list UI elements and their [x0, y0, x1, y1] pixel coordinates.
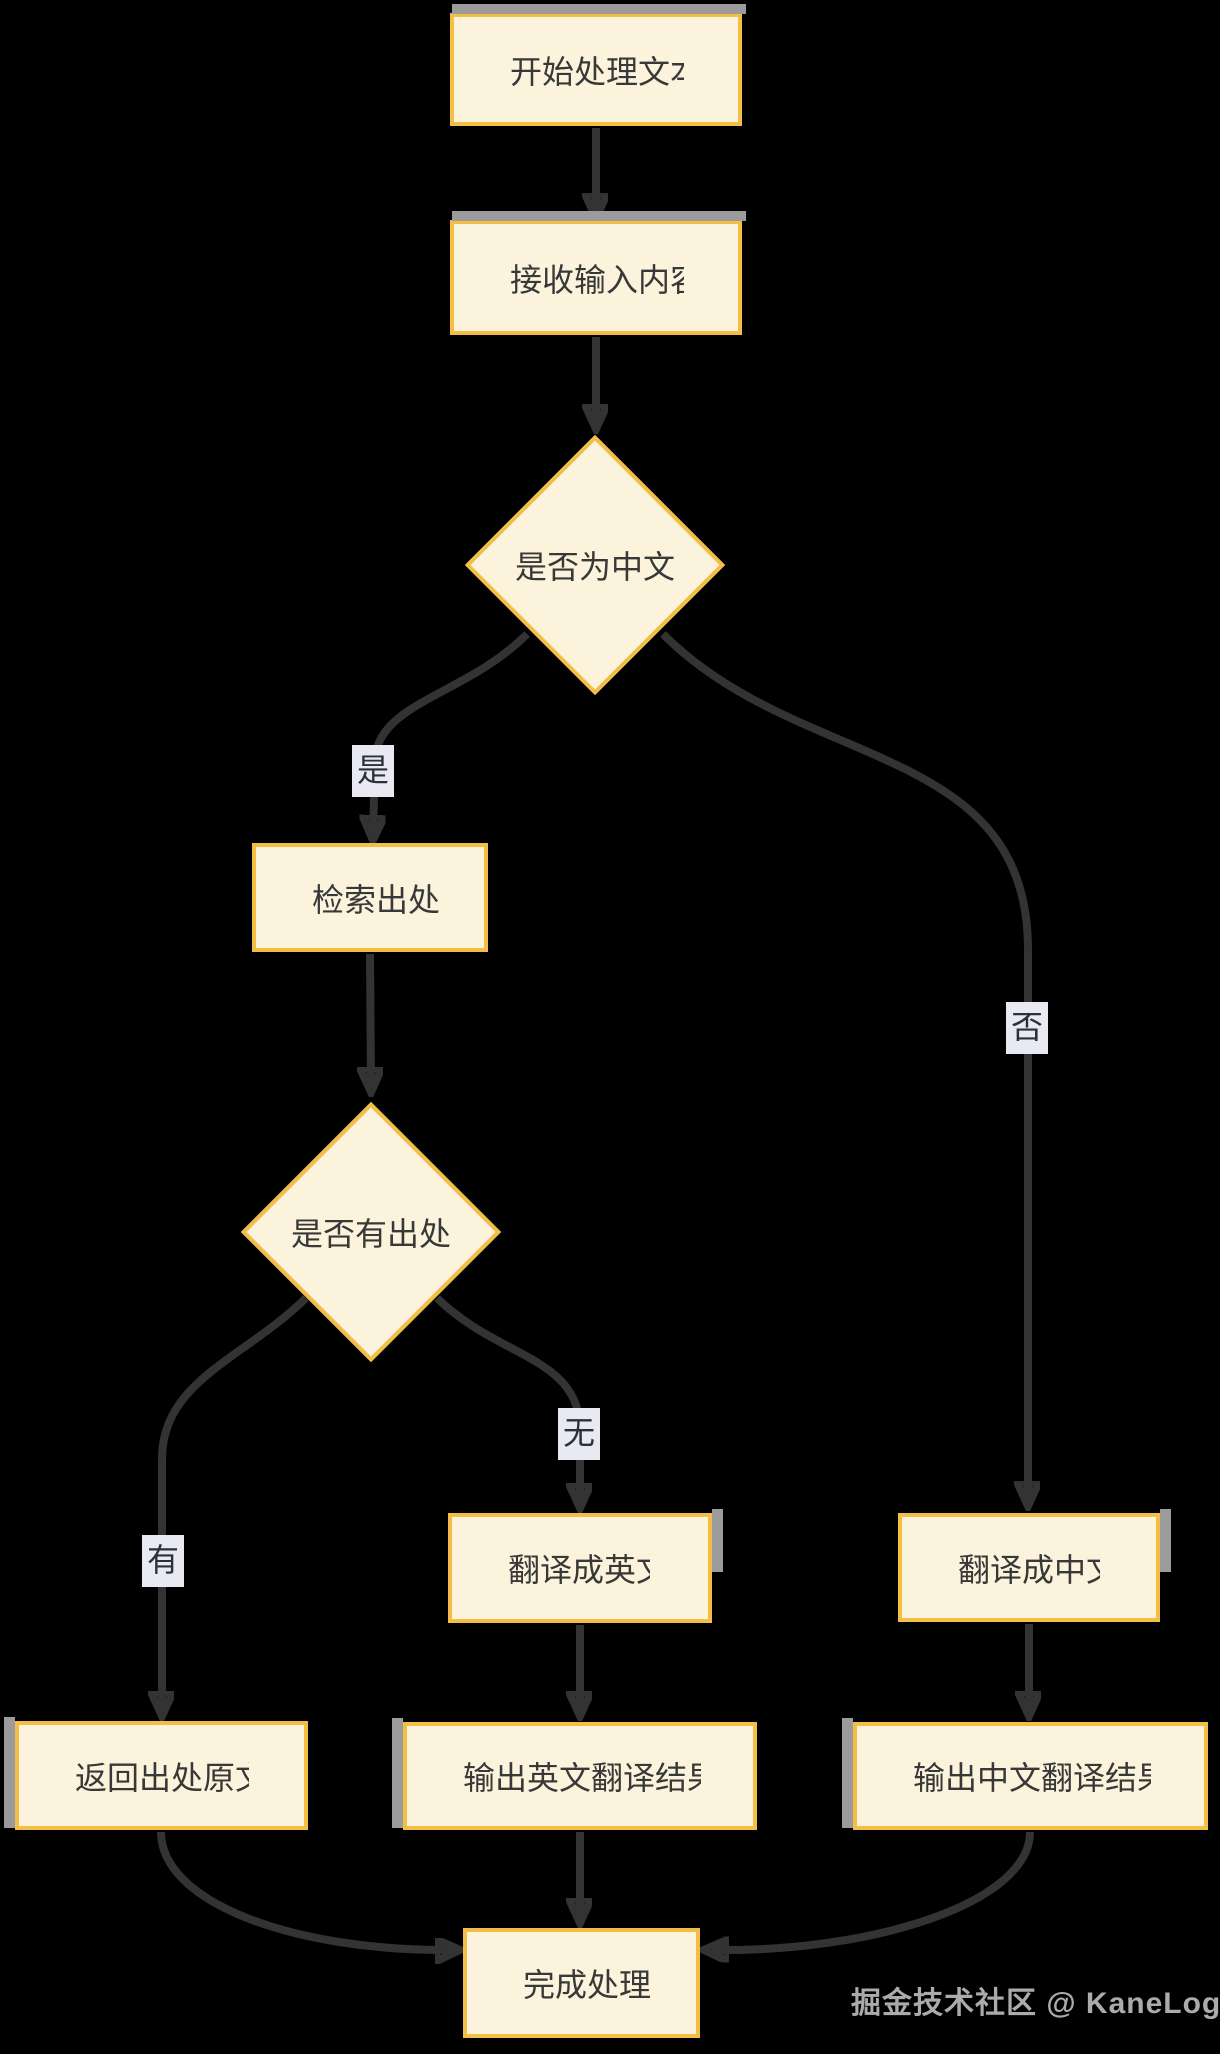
node-output-en: 输出英文翻译结果 — [392, 1718, 757, 1830]
node-done-label: 完成处理 — [523, 1967, 652, 2003]
node-done: 完成处理 — [463, 1928, 700, 2038]
node-has-source-label: 是否有出处 — [290, 1216, 451, 1252]
edge-label-has: 有 — [142, 1535, 185, 1587]
node-is-chinese: 是否为中文 — [462, 432, 728, 698]
edge-label-yes: 是 — [352, 745, 395, 797]
node-receive-input: 接收输入内容 — [450, 211, 746, 335]
edge-search-hassource — [370, 953, 371, 1088]
node-translate-zh: 翻译成中文 — [898, 1509, 1171, 1622]
edge-return-done — [157, 1831, 456, 1950]
watermark: 掘金技术社区 @ KaneLogger — [851, 1987, 1220, 2020]
node-has-source: 是否有出处 — [238, 1099, 504, 1365]
edge-label-no: 否 — [1006, 1002, 1049, 1054]
edge-hassource-has-return — [162, 1295, 309, 1712]
node-translate-zh-label: 翻译成中文 — [958, 1551, 1100, 1588]
node-output-en-label: 输出英文翻译结果 — [463, 1760, 701, 1796]
node-is-chinese-label: 是否为中文 — [514, 549, 675, 585]
node-output-zh: 输出中文翻译结果 — [842, 1718, 1208, 1830]
edge-ischinese-no-translatezh — [660, 631, 1028, 1502]
node-output-zh-label: 输出中文翻译结果 — [913, 1760, 1151, 1796]
node-translate-en: 翻译成英文 — [448, 1509, 723, 1623]
edge-outputzh-done — [708, 1831, 1034, 1950]
node-return-source: 返回出处原文 — [4, 1717, 308, 1830]
node-start-label: 开始处理文本 — [510, 53, 684, 90]
node-receive-input-label: 接收输入内容 — [510, 261, 684, 298]
edge-label-none: 无 — [558, 1408, 601, 1460]
node-translate-en-label: 翻译成英文 — [508, 1552, 650, 1588]
node-search-source-label: 检索出处 — [312, 881, 441, 918]
node-return-source-label: 返回出处原文 — [75, 1759, 249, 1796]
node-search-source: 检索出处 — [252, 843, 488, 952]
node-start: 开始处理文本 — [450, 4, 746, 126]
